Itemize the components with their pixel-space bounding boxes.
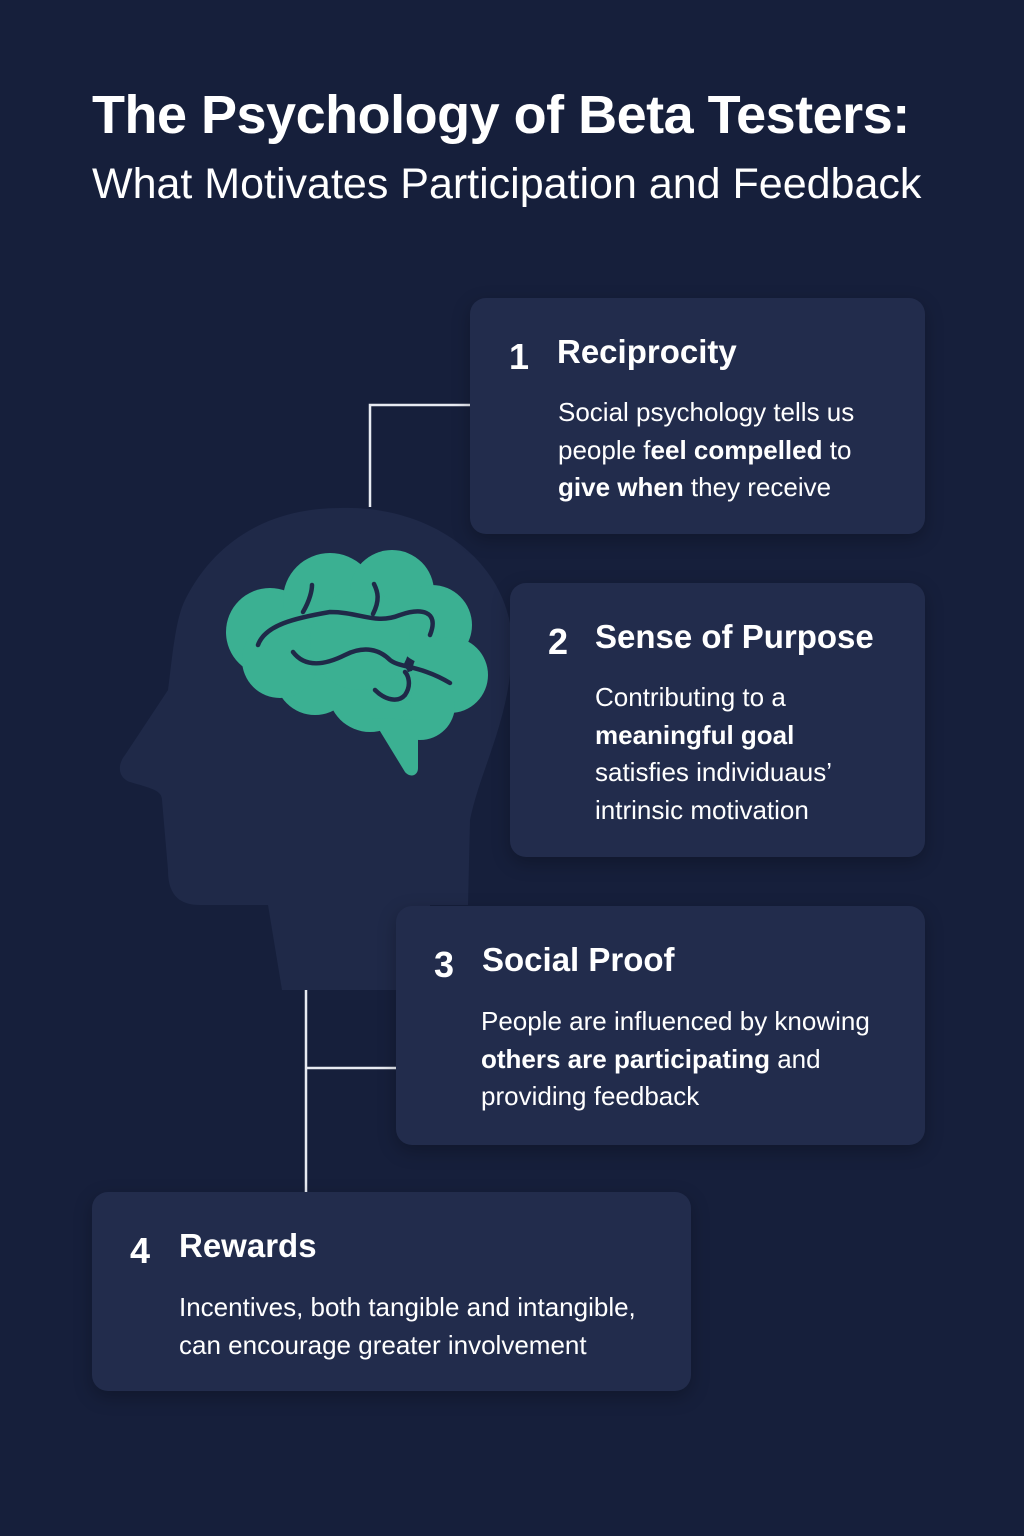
text-segment-bold: meaningful goal: [595, 719, 795, 750]
brain-icon: [226, 550, 488, 776]
connector-line-3: [304, 985, 397, 1193]
text-segment-bold: others are participating: [481, 1043, 770, 1074]
item-title: Social Proof: [482, 941, 675, 978]
item-number: 2: [548, 621, 569, 662]
text-segment: can encourage greater involvement: [179, 1329, 587, 1360]
connector-lines: [304, 403, 471, 1193]
text-segment: satisfies individuaus’: [595, 757, 833, 787]
text-segment-bold: eel compelled: [650, 434, 823, 465]
text-segment: to: [822, 434, 852, 465]
card-social-proof: 3 Social Proof People are influenced by …: [396, 906, 925, 1145]
text-segment: intrinsic motivation: [595, 794, 809, 825]
text-segment: Social psychology tells us: [558, 397, 855, 427]
item-title: Sense of Purpose: [595, 618, 874, 655]
item-number: 1: [509, 336, 530, 377]
item-body: Social psychology tells us people feel c…: [558, 394, 854, 507]
text-segment: people f: [558, 434, 651, 465]
item-body: People are influenced by knowing others …: [481, 1003, 870, 1116]
text-segment-bold: give when: [558, 472, 684, 502]
text-segment: People are influenced by knowing: [481, 1006, 870, 1036]
item-title: Reciprocity: [557, 333, 737, 370]
item-number: 4: [130, 1230, 151, 1271]
text-segment: and: [769, 1043, 821, 1074]
connector-line-1: [368, 403, 471, 507]
item-number: 3: [434, 944, 455, 985]
page-subtitle: What Motivates Participation and Feedbac…: [92, 160, 922, 208]
card-sense-of-purpose: 2 Sense of Purpose Contributing to a mea…: [510, 583, 925, 857]
item-body: Incentives, both tangible and intangible…: [179, 1289, 636, 1364]
card-rewards: 4 Rewards Incentives, both tangible and …: [92, 1192, 691, 1391]
card-reciprocity: 1 Reciprocity Social psychology tells us…: [470, 298, 925, 534]
item-body: Contributing to a meaningful goal satisf…: [595, 679, 832, 829]
item-title: Rewards: [179, 1227, 317, 1264]
text-segment: Incentives, both tangible and intangible…: [179, 1292, 636, 1322]
text-segment: Contributing to a: [595, 682, 786, 712]
page-title: The Psychology of Beta Testers:: [92, 85, 910, 145]
text-segment: providing feedback: [481, 1081, 700, 1111]
text-segment: they receive: [683, 472, 832, 502]
